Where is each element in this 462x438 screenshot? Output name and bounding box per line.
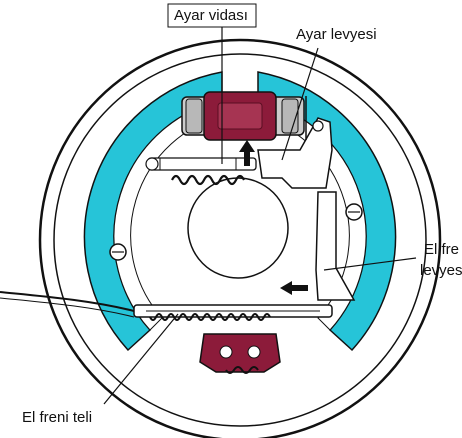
hub-hole	[187, 177, 289, 279]
handbrake-cable-sheath	[0, 297, 135, 318]
adjuster-lever-pivot	[312, 120, 324, 132]
label-handbrake-cable: El freni teli	[22, 409, 93, 426]
handbrake-lever	[315, 191, 356, 301]
adjuster-screw-label-frame	[167, 3, 257, 28]
label-handbrake-lever-line2: levyes	[420, 262, 462, 279]
leader-adjuster-lever	[281, 47, 319, 161]
label-adjuster-screw: Ayar vidası	[174, 7, 248, 24]
label-handbrake-lever-line1: El fre	[424, 241, 460, 258]
lower-return-spring	[225, 366, 259, 374]
strut-spring	[149, 313, 271, 321]
label-adjuster-lever: Ayar levyesi	[296, 26, 377, 43]
leader-handbrake-lever	[323, 257, 417, 271]
leader-handbrake-cable	[103, 313, 179, 405]
handbrake-cable	[0, 291, 135, 312]
adjuster-lever	[257, 117, 333, 189]
arrow-up-icon	[239, 140, 255, 166]
right-hold-down-pin	[345, 203, 363, 221]
adjuster-screw	[145, 157, 257, 171]
upper-return-spring	[171, 174, 245, 186]
left-hold-down-pin	[109, 243, 127, 261]
arrow-left-icon	[280, 281, 308, 295]
anchor-block	[199, 333, 281, 373]
wheel-cylinder	[181, 91, 305, 141]
